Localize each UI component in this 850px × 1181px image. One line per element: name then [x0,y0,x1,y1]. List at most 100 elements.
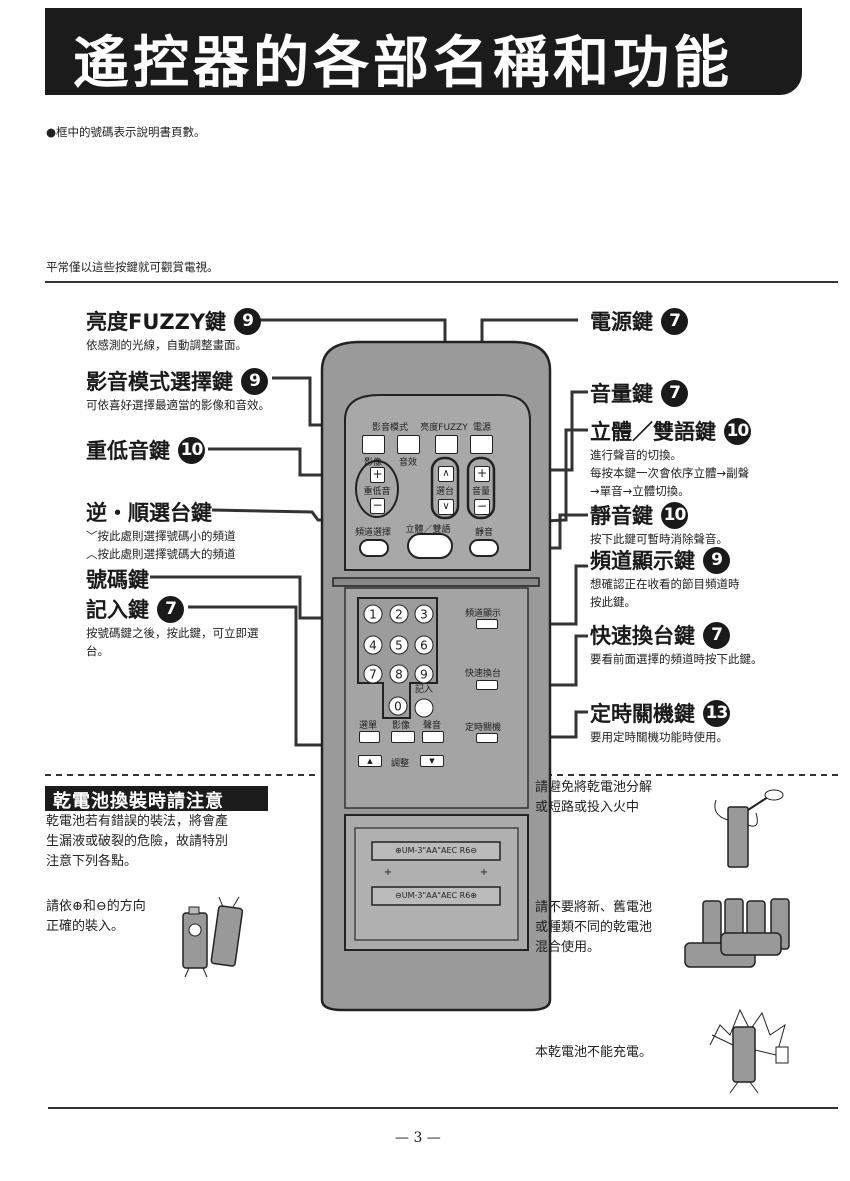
page-badge: 10 [724,417,751,445]
key-name: 重低音鍵 [86,439,170,463]
menu-button[interactable] [359,731,380,743]
remote-label-mute: 靜音 [474,528,494,538]
key-name: 頻道顯示鍵 [590,549,695,573]
digit-1-button[interactable]: 1 [363,604,383,624]
key-desc: ︿按此處則選擇號碼大的頻道 [86,547,236,561]
key-desc: 要看前面選擇的頻道時按下此鍵。 [590,652,763,666]
key-desc: →單音→立體切換。 [590,484,690,498]
battery-slot-1-label: ⊕UM-3"AA"AEC R6⊖ [395,846,477,855]
channel-up-button[interactable]: ∧ [438,466,454,482]
key-desc: 進行聲音的切換。 [590,448,682,462]
picture-button[interactable] [391,731,415,743]
battery-disassemble-text: 請避免將乾電池分解或短路或投入火中 [535,778,652,818]
page-badge: 10 [178,436,205,464]
remote-label-fuzzy: 亮度FUZZY [420,423,468,433]
key-desc: 可依喜好選擇最適當的影像和音效。 [86,398,270,412]
key-name: 音量鍵 [590,382,653,406]
remote-label-channel: 選台 [435,487,455,497]
remote-label-power: 電源 [472,423,492,433]
enter-button[interactable] [414,698,434,718]
key-desc: 按下此鍵可暫時消除聲音。 [590,532,728,546]
warning-line: 生漏液或破裂的危險，故請特別 [46,834,229,849]
key-desc: 按此鍵。 [590,595,636,609]
quick-swap-button[interactable] [476,680,498,690]
callout-bass-key: 重低音鍵 10 [86,435,205,465]
battery-heading-text: 乾電池換裝時請注意 [53,791,224,812]
key-desc: 每按本鍵一次會依序立體→副聲 [590,466,750,480]
disassemble-line: 或短路或投入火中 [535,800,640,815]
remote-label-channel-select: 頻道選擇 [354,528,392,538]
bass-minus-button[interactable]: − [370,498,385,514]
channel-display-button[interactable] [476,619,498,629]
key-name: 號碼鍵 [86,568,149,592]
digit-0-button[interactable]: 0 [388,696,408,716]
digit-9-button[interactable]: 9 [414,664,434,684]
mix-line: 混合使用。 [535,940,601,955]
digit-6-button[interactable]: 6 [414,635,434,655]
divider [45,281,838,283]
mix-line: 請不要將新、舊電池 [535,900,653,915]
battery-cartoon-orientation [182,896,244,978]
key-desc: 台。 [86,644,109,658]
page-badge: 7 [661,307,688,335]
remote-label-bass: 重低音 [363,487,391,497]
digit-4-button[interactable]: 4 [363,635,383,655]
picture-mode-button[interactable] [362,435,385,454]
battery-mix-text: 請不要將新、舊電池或種類不同的乾電池混合使用。 [535,898,652,958]
page-badge: 13 [703,699,730,727]
remote-label-quick-swap: 快速換台 [464,669,502,679]
remote-label-menu: 選單 [358,721,378,731]
volume-up-button[interactable]: + [474,466,490,482]
digit-2-button[interactable]: 2 [389,604,409,624]
key-name: 亮度FUZZY鍵 [86,310,227,334]
digit-8-button[interactable]: 8 [389,664,409,684]
key-name: 影音模式選擇鍵 [86,370,233,394]
title-banner: 遙控器的各部名稱和功能 [45,8,802,96]
key-desc: 要用定時關機功能時使用。 [590,730,728,744]
channel-down-button[interactable]: ∨ [438,499,454,515]
audio-button[interactable] [422,731,444,743]
digit-7-button[interactable]: 7 [363,664,383,684]
adjust-down-button[interactable]: ▼ [420,755,444,767]
key-name: 快速換台鍵 [590,624,695,648]
warning-line: 乾電池若有錯誤的裝法，將會產 [46,814,229,829]
remote-label-channel-display: 頻道顯示 [464,609,502,619]
remote-label-stereo: 立體／雙語 [405,525,451,535]
remote-label-picture-2: 影像 [391,721,411,731]
fuzzy-button[interactable] [435,435,458,454]
digit-5-button[interactable]: 5 [389,635,409,655]
key-name: 記入鍵 [86,598,149,622]
battery-orientation-text: 請依⊕和⊖的方向正確的裝入。 [46,897,146,937]
page-title: 遙控器的各部名稱和功能 [73,31,733,96]
battery-warning-heading: 乾電池換裝時請注意 [45,786,268,812]
volume-down-button[interactable]: − [474,499,490,515]
sound-mode-button[interactable] [397,435,420,454]
page-badge: 7 [703,621,730,649]
battery-cartoon-disassemble [714,789,784,868]
page-badge: 9 [241,367,268,395]
remote-label-volume: 音量 [471,487,491,497]
key-name: 靜音鍵 [590,504,653,528]
key-name: 立體／雙語鍵 [590,420,716,444]
orientation-line: 請依⊕和⊖的方向 [46,899,146,914]
bass-plus-button[interactable]: + [370,467,385,483]
page-badge: 9 [234,307,262,335]
callout-quick-swap-key: 快速換台鍵 7 要看前面選擇的頻道時按下此鍵。 [590,620,763,668]
remote-label-enter: 記入 [414,685,434,695]
key-desc: 按號碼鍵之後，按此鍵，可立即選 [86,626,259,640]
sleep-timer-button[interactable] [476,733,498,743]
warning-line: 注意下列各點。 [46,854,138,869]
battery-warning-text: 乾電池若有錯誤的裝法，將會產生漏液或破裂的危險，故請特別注意下列各點。 [46,812,228,872]
remote-label-sleep-timer: 定時關機 [464,723,502,733]
pole-mark: + [383,867,393,878]
remote-label-adjust: 調整 [390,759,410,769]
remote-label-picture: 影像 [363,458,383,468]
digit-3-button[interactable]: 3 [414,604,434,624]
power-button[interactable] [470,435,493,454]
adjust-up-button[interactable]: ▲ [358,755,382,767]
